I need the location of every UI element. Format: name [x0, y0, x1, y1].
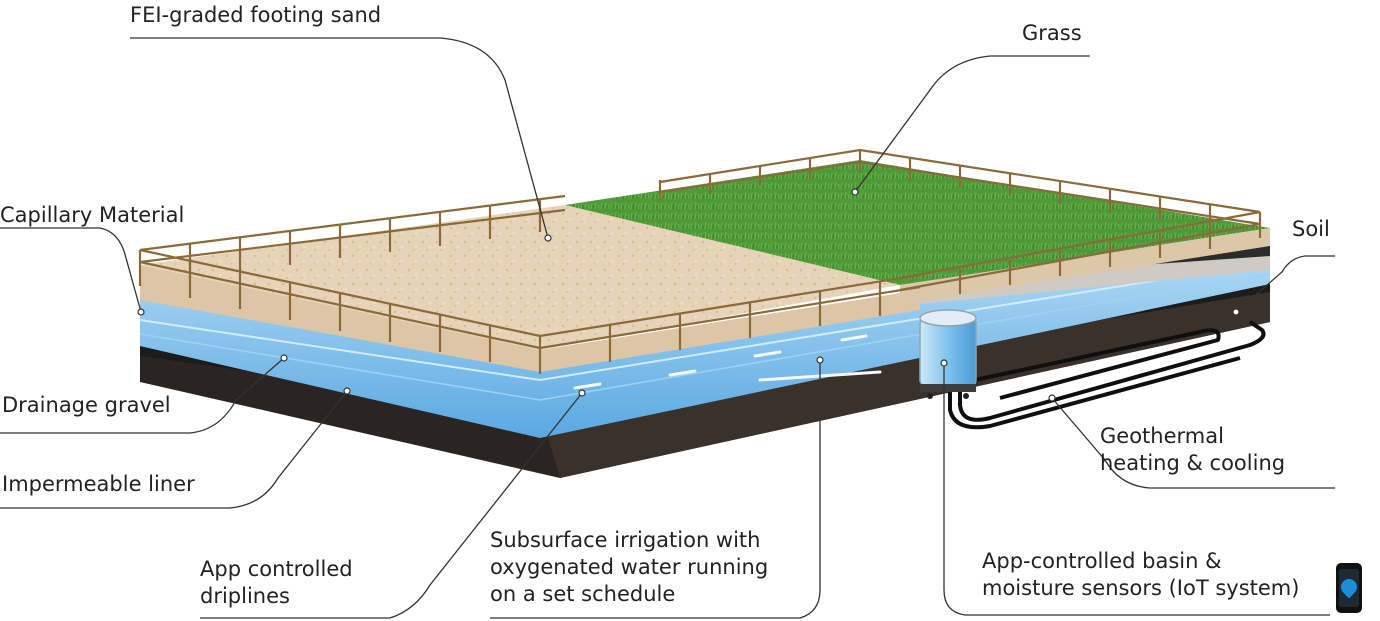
grass-edge: [900, 228, 1270, 304]
label-footing-sand: FEI-graded footing sand: [130, 3, 382, 27]
label-grass: Grass: [1022, 21, 1082, 45]
label-basin-line-2: moisture sensors (IoT system): [982, 576, 1300, 600]
soil-base-front: [540, 290, 1270, 478]
basin-tank: [919, 309, 977, 399]
label-driplines: App controlled driplines: [200, 556, 353, 610]
label-irrigation-line-2: oxygenated water running: [490, 555, 769, 579]
label-geothermal-line-2: heating & cooling: [1100, 451, 1286, 475]
fence-grass: [658, 148, 1262, 294]
label-driplines-line-2: driplines: [200, 584, 290, 608]
label-irrigation-line-1: Subsurface irrigation with: [490, 528, 761, 552]
leader-lines: [0, 37, 1335, 619]
label-basin: App-controlled basin & moisture sensors …: [982, 548, 1299, 602]
water-drop-phone-icon: [1336, 563, 1362, 613]
label-drainage: Drainage gravel: [2, 393, 171, 417]
label-basin-line-1: App-controlled basin &: [982, 549, 1222, 573]
footing-sand-edge: [140, 265, 920, 372]
footing-sand-surface: [140, 205, 900, 350]
geothermal-pipes: [948, 320, 1266, 430]
label-geothermal: Geothermal heating & cooling: [1100, 423, 1335, 477]
label-liner: Impermeable liner: [2, 472, 195, 496]
label-capillary: Capillary Material: [0, 203, 185, 227]
label-geothermal-line-1: Geothermal: [1100, 424, 1224, 448]
label-driplines-line-1: App controlled: [200, 557, 353, 581]
fence-sand: [138, 194, 921, 374]
label-irrigation: Subsurface irrigation with oxygenated wa…: [490, 527, 768, 608]
label-irrigation-line-3: on a set schedule: [490, 582, 676, 606]
label-soil: Soil: [1292, 217, 1330, 241]
leader-dots: [137, 188, 1240, 402]
